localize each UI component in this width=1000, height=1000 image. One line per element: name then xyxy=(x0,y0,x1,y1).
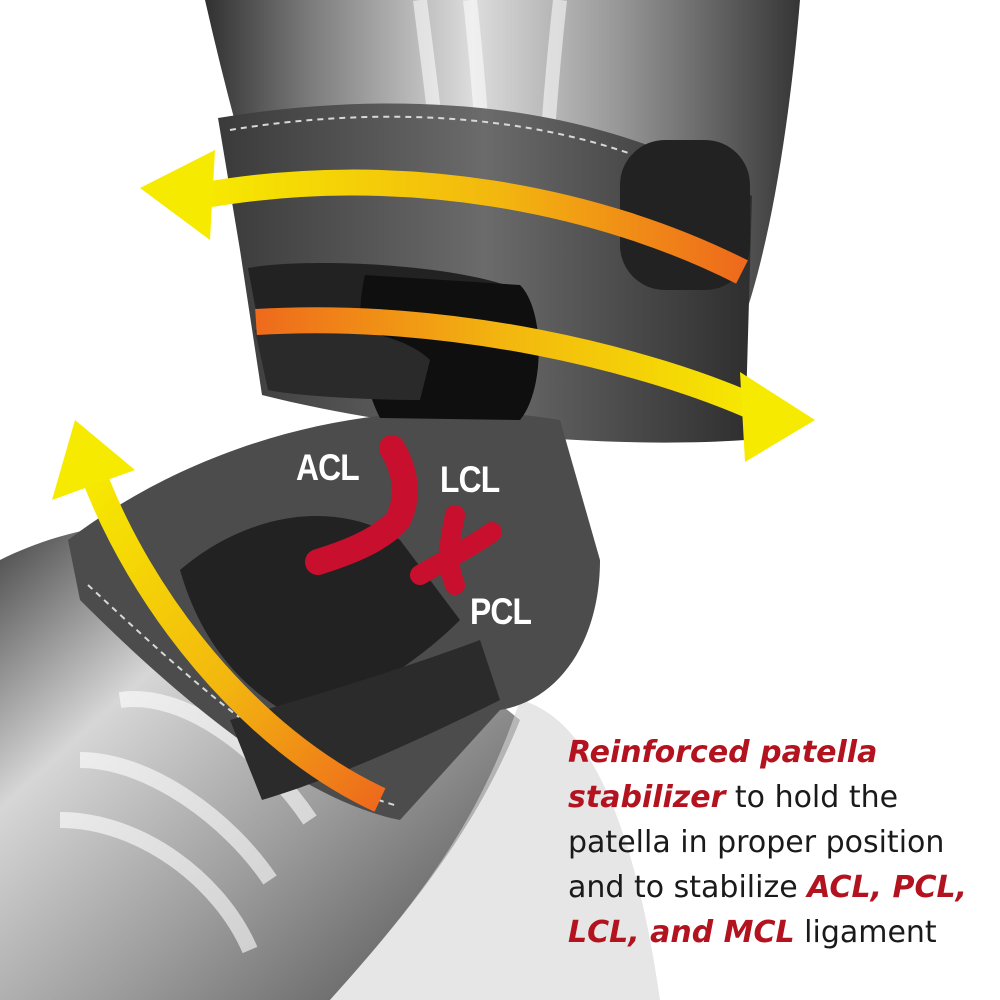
lcl-pcl-ligament xyxy=(410,505,502,595)
brace-stitching-top xyxy=(229,115,743,209)
caption-emphasis: ACL, PCL, xyxy=(807,870,967,905)
caption-line-1: Reinforced patella xyxy=(568,730,988,775)
caption-line-5: LCL, and MCL ligament xyxy=(568,910,988,955)
compression-arrow-icon xyxy=(255,307,815,462)
shin-bone-lines xyxy=(59,691,317,954)
caption-emphasis: LCL, and MCL xyxy=(568,915,795,950)
caption-text: patella in proper position xyxy=(568,825,945,860)
calf xyxy=(330,700,660,1000)
caption-line-4: and to stabilize ACL, PCL, xyxy=(568,865,988,910)
caption-emphasis: stabilizer xyxy=(568,780,726,815)
pcl-label: PCL xyxy=(470,591,532,632)
compression-arrow-icon xyxy=(140,150,748,284)
acl-label: ACL xyxy=(296,447,360,488)
feature-caption: Reinforced patella stabilizer to hold th… xyxy=(568,730,988,955)
caption-text: ligament xyxy=(794,915,937,950)
acl-ligament xyxy=(305,435,418,575)
caption-line-2: stabilizer to hold the xyxy=(568,775,988,820)
brace-pad-left xyxy=(255,326,430,400)
caption-text: and to stabilize xyxy=(568,870,808,905)
caption-line-3: patella in proper position xyxy=(568,820,988,865)
caption-text: to hold the xyxy=(725,780,899,815)
brace-strap-lower xyxy=(180,516,460,720)
caption-emphasis: Reinforced patella xyxy=(568,735,878,770)
lcl-label: LCL xyxy=(440,459,500,500)
compression-arrow-icon xyxy=(52,420,386,812)
